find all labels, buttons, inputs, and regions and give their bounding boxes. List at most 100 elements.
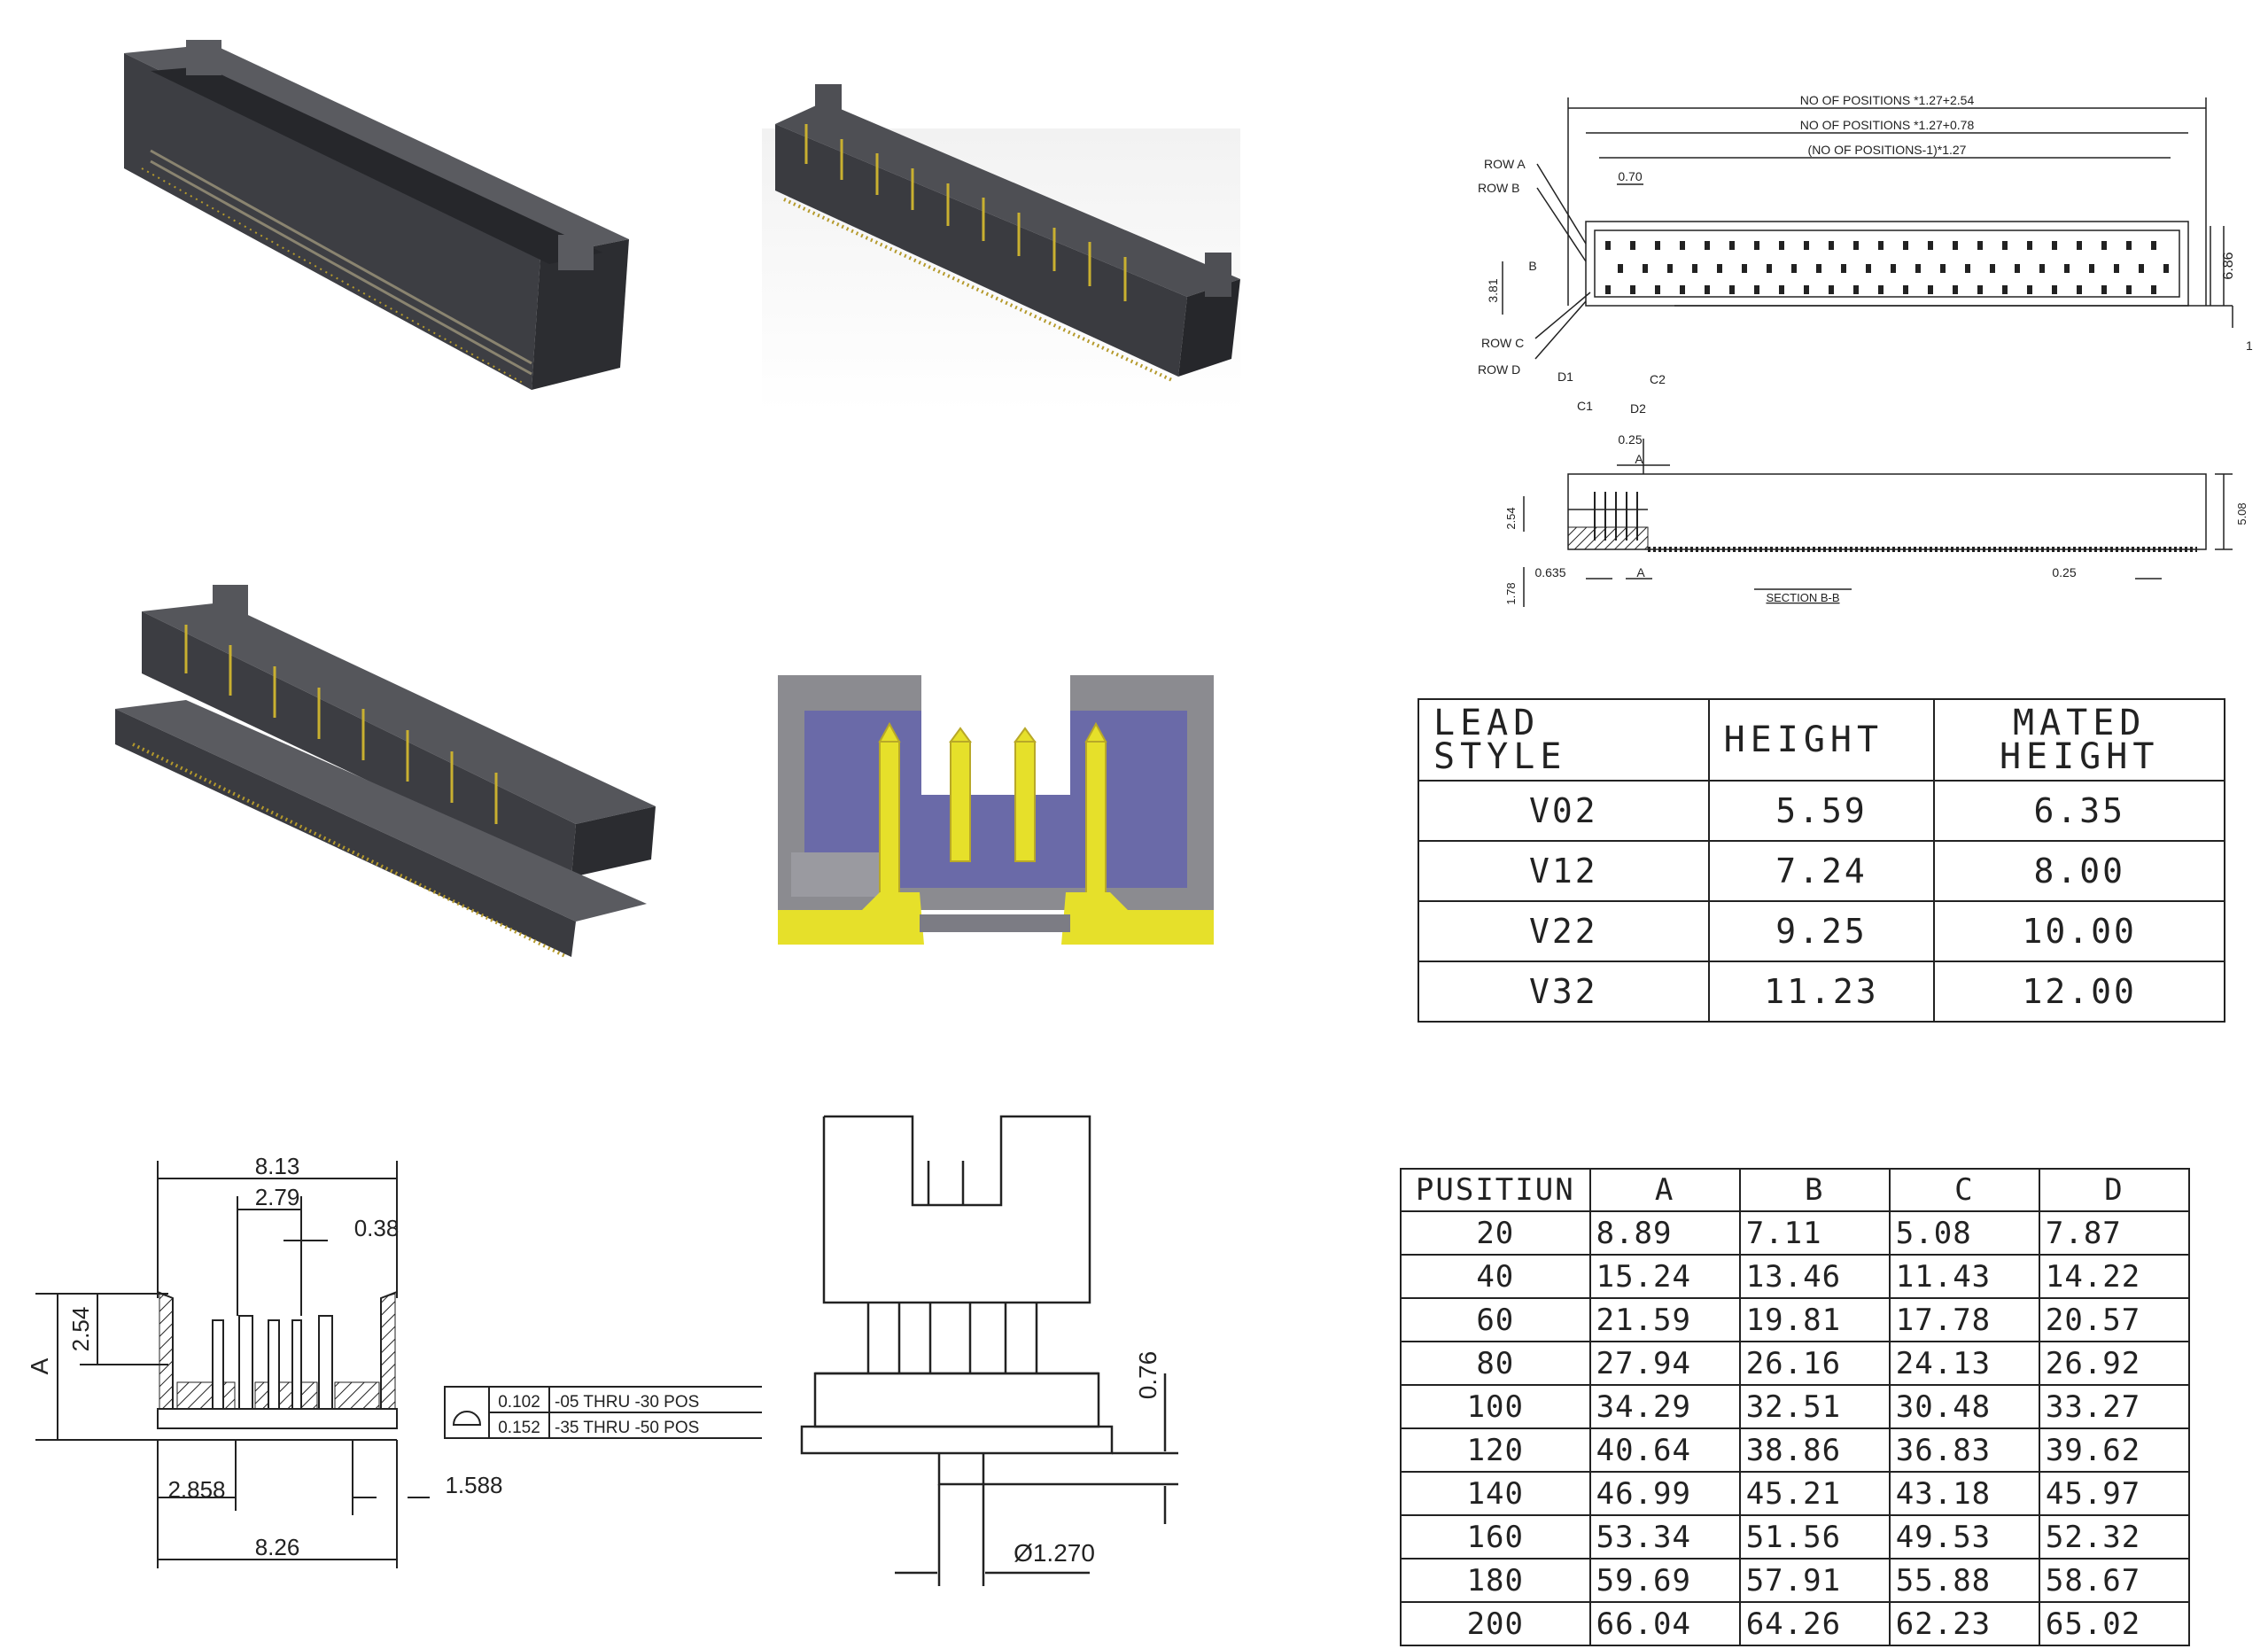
- a-cell: 40.64: [1588, 1427, 1741, 1473]
- dim-height-right: 6.86: [2221, 252, 2236, 279]
- position-table-header: PUSITIUN A B C D: [1400, 1168, 2191, 1212]
- d-cell: 26.92: [2038, 1341, 2191, 1386]
- connector-render-1: [115, 18, 647, 399]
- c-cell: 62.23: [1888, 1601, 2040, 1646]
- section-pins: [878, 721, 1107, 915]
- lead-style-cell: V32: [1418, 961, 1710, 1023]
- c-cell: 17.78: [1888, 1297, 2040, 1342]
- position-cell: 100: [1400, 1384, 1591, 1429]
- header-a: A: [1588, 1168, 1741, 1212]
- side-section-drawing: 8.13 2.79 0.38 2.54 A 2.858 1.588 8.26 0…: [27, 1143, 762, 1604]
- mated-height-cell: 12.00: [1933, 961, 2225, 1023]
- b-cell: 13.46: [1738, 1254, 1891, 1299]
- dim-508: 5.08: [2235, 502, 2249, 525]
- dim-254: 2.54: [1504, 507, 1518, 529]
- tolerance-box: 0.102 -05 THRU -30 POS 0.152 -35 THRU -5…: [444, 1386, 762, 1439]
- b-cell: 45.21: [1738, 1471, 1891, 1516]
- dim-025-bottom: 0.25: [2052, 565, 2076, 579]
- d-cell: 14.22: [2038, 1254, 2191, 1299]
- a-cell: 27.94: [1588, 1341, 1741, 1386]
- mated-height-cell: 10.00: [1933, 900, 2225, 962]
- dim-mid: NO OF POSITIONS *1.27+0.78: [1800, 118, 1975, 132]
- dim-178: 1.78: [1504, 582, 1518, 604]
- dim-038: 0.38: [354, 1215, 400, 1241]
- lead-style-cell: V22: [1418, 900, 1710, 962]
- position-cell: 120: [1400, 1427, 1591, 1473]
- a-cell: 66.04: [1588, 1601, 1741, 1646]
- header-lead-style: LEAD STYLE: [1418, 698, 1710, 782]
- dim-025-top: 0.25: [1618, 432, 1642, 447]
- label-row-d: ROW D: [1478, 362, 1520, 377]
- b-cell: 51.56: [1738, 1514, 1891, 1560]
- dim-a: A: [27, 1357, 53, 1374]
- dim-height-left: 3.81: [1486, 278, 1500, 302]
- table-row: 100 34.29 32.51 30.48 33.27: [1400, 1384, 2191, 1429]
- tol-value-1: 0.102: [498, 1393, 540, 1412]
- d-cell: 39.62: [2038, 1427, 2191, 1473]
- label-row-a: ROW A: [1484, 157, 1526, 171]
- dim-2858: 2.858: [167, 1476, 225, 1503]
- b-cell: 32.51: [1738, 1384, 1891, 1429]
- dim-813: 8.13: [255, 1153, 300, 1179]
- position-cell: 200: [1400, 1601, 1591, 1646]
- tol-text-1: -05 THRU -30 POS: [555, 1393, 699, 1412]
- c-cell: 49.53: [1888, 1514, 2040, 1560]
- lead-style-cell: V12: [1418, 840, 1710, 902]
- c-cell: 11.43: [1888, 1254, 2040, 1299]
- connector-render-2: [762, 75, 1258, 412]
- d-cell: 20.57: [2038, 1297, 2191, 1342]
- label-c2: C2: [1650, 372, 1666, 386]
- table-row: 60 21.59 19.81 17.78 20.57: [1400, 1297, 2191, 1342]
- b-cell: 26.16: [1738, 1341, 1891, 1386]
- dim-279: 2.79: [255, 1184, 300, 1210]
- position-cell: 60: [1400, 1297, 1591, 1342]
- label-d2: D2: [1630, 401, 1646, 416]
- a-cell: 34.29: [1588, 1384, 1741, 1429]
- a-cell: 59.69: [1588, 1558, 1741, 1603]
- tol-value-2: 0.152: [498, 1419, 540, 1437]
- d-cell: 58.67: [2038, 1558, 2191, 1603]
- header-height: HEIGHT: [1707, 698, 1936, 782]
- c-cell: 43.18: [1888, 1471, 2040, 1516]
- a-cell: 53.34: [1588, 1514, 1741, 1560]
- dim-826: 8.26: [255, 1534, 300, 1560]
- header-d: D: [2038, 1168, 2191, 1212]
- gold-pins-upper: [184, 625, 498, 824]
- table-row: 20 8.89 7.11 5.08 7.87: [1400, 1210, 2191, 1256]
- gold-lead-row: [141, 167, 524, 384]
- position-cell: 180: [1400, 1558, 1591, 1603]
- a-cell: 21.59: [1588, 1297, 1741, 1342]
- d-cell: 52.32: [2038, 1514, 2191, 1560]
- height-cell: 5.59: [1707, 780, 1936, 842]
- dim-pitch: 0.70: [1618, 169, 1642, 183]
- d-cell: 45.97: [2038, 1471, 2191, 1516]
- dim-b: B: [1528, 259, 1536, 273]
- dim-a-top: A: [1635, 452, 1643, 466]
- b-cell: 38.86: [1738, 1427, 1891, 1473]
- a-cell: 15.24: [1588, 1254, 1741, 1299]
- d-cell: 33.27: [2038, 1384, 2191, 1429]
- label-d1: D1: [1557, 369, 1573, 384]
- height-cell: 11.23: [1707, 961, 1936, 1023]
- dim-total: NO OF POSITIONS *1.27+2.54: [1800, 93, 1975, 107]
- a-cell: 8.89: [1588, 1210, 1741, 1256]
- header-position: PUSITIUN: [1400, 1168, 1591, 1212]
- b-cell: 7.11: [1738, 1210, 1891, 1256]
- mated-height-cell: 8.00: [1933, 840, 2225, 902]
- label-row-c: ROW C: [1481, 336, 1524, 350]
- pin-grid: [1605, 241, 2169, 294]
- height-cell: 9.25: [1707, 900, 1936, 962]
- header-mated-height: MATED HEIGHT: [1933, 698, 2225, 782]
- lead-table-header: LEAD STYLE HEIGHT MATED HEIGHT: [1418, 698, 2225, 782]
- b-cell: 64.26: [1738, 1601, 1891, 1646]
- c-cell: 36.83: [1888, 1427, 2040, 1473]
- dim-a-bottom: A: [1636, 565, 1645, 579]
- d-cell: 65.02: [2038, 1601, 2191, 1646]
- dim-254: 2.54: [67, 1307, 94, 1352]
- table-row: 160 53.34 51.56 49.53 52.32: [1400, 1514, 2191, 1560]
- pin-row: [150, 149, 532, 376]
- table-row: 40 15.24 13.46 11.43 14.22: [1400, 1254, 2191, 1299]
- position-cell: 40: [1400, 1254, 1591, 1299]
- profile-icon: [452, 1411, 482, 1426]
- gold-pins: [804, 124, 1127, 301]
